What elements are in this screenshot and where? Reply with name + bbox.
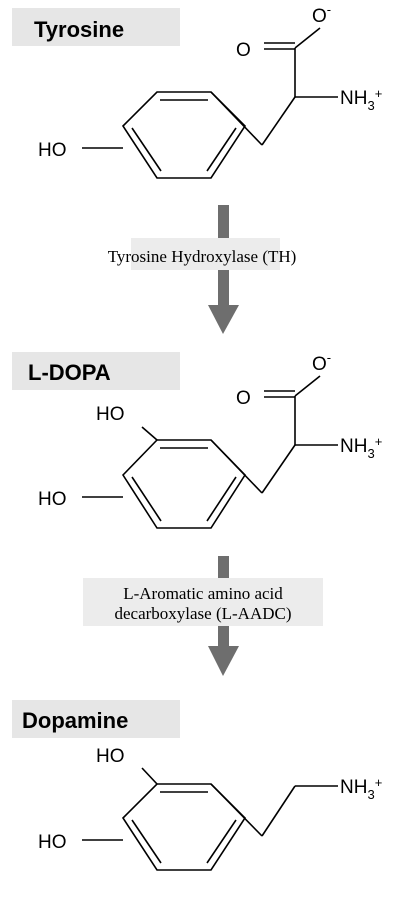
tyrosine-bonds	[82, 27, 338, 179]
l-dopa-label: L-DOPA	[28, 360, 111, 385]
dopamine-amine: NH3+	[340, 775, 382, 802]
l-dopa-para-ho: HO	[38, 489, 67, 510]
l-dopa-carbonyl-o: O	[236, 388, 251, 409]
reaction-arrow-2: L-Aromatic amino acid decarboxylase (L-A…	[83, 556, 323, 676]
l-dopa-amine: NH3+	[340, 434, 382, 461]
tyrosine-label-box	[12, 8, 180, 46]
tyrosine-carbonyl-o: O	[236, 40, 251, 61]
enzyme-2-line-2: decarboxylase (L-AADC)	[114, 604, 291, 623]
dopamine-label: Dopamine	[22, 708, 128, 733]
arrow-1-head	[208, 305, 239, 334]
enzyme-2-highlight	[83, 578, 323, 626]
tyrosine-amine: NH3+	[340, 86, 382, 113]
l-dopa-label-box	[12, 352, 180, 390]
l-dopa-meta-ho: HO	[96, 404, 125, 425]
dopamine-bonds	[82, 767, 338, 871]
compound-tyrosine: Tyrosine HO O O- NH3+	[12, 2, 382, 179]
compound-l-dopa: L-DOPA HO HO O O- NH3+	[12, 350, 382, 529]
tyrosine-ho: HO	[38, 140, 67, 161]
enzyme-1-name: Tyrosine Hydroxylase (TH)	[108, 247, 297, 266]
dopamine-label-box	[12, 700, 180, 738]
dopamine-meta-ho: HO	[96, 746, 125, 767]
tyrosine-carboxylate-o: O-	[312, 2, 331, 27]
enzyme-2-line-1: L-Aromatic amino acid	[123, 584, 283, 603]
tyrosine-label: Tyrosine	[34, 17, 124, 42]
reaction-arrow-1: Tyrosine Hydroxylase (TH)	[108, 205, 297, 334]
enzyme-1-highlight	[131, 238, 280, 270]
l-dopa-bonds	[82, 375, 338, 529]
compound-dopamine: Dopamine HO HO NH3+	[12, 700, 382, 871]
dopamine-para-ho: HO	[38, 832, 67, 853]
arrow-2-head	[208, 646, 239, 676]
l-dopa-carboxylate-o: O-	[312, 350, 331, 375]
